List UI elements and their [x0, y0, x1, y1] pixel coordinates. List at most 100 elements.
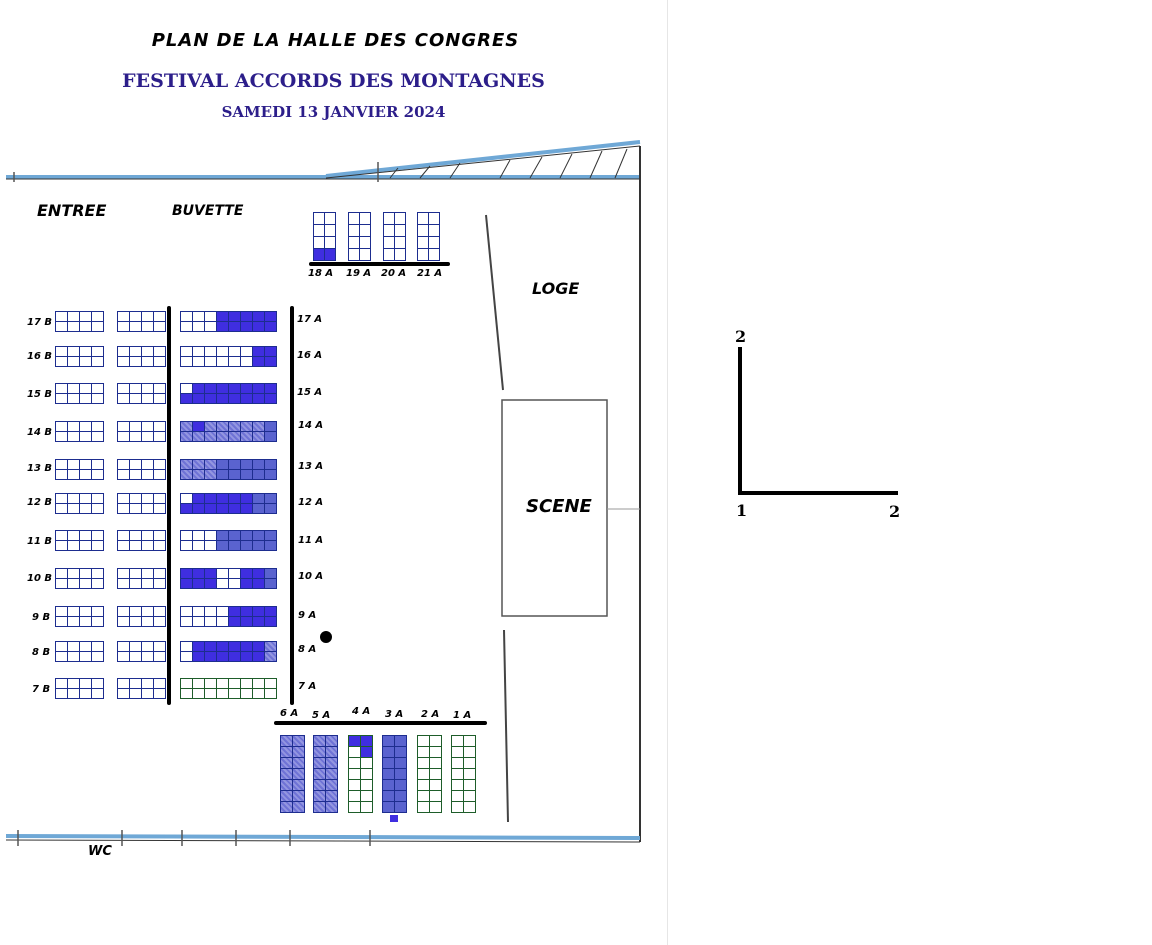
- seat[interactable]: [91, 578, 104, 589]
- row-label-16a: 16 A: [297, 350, 323, 361]
- seat-block-a: [180, 346, 277, 367]
- seat-taken[interactable]: [292, 746, 305, 758]
- seat-block-b-right: [117, 530, 166, 551]
- seat-taken[interactable]: [264, 503, 277, 514]
- event-date: SAMEDI 13 JANVIER 2024: [221, 103, 446, 121]
- seat-taken[interactable]: [280, 801, 293, 813]
- seat[interactable]: [153, 356, 166, 367]
- seat-taken[interactable]: [264, 540, 277, 551]
- seat-taken[interactable]: [394, 801, 407, 813]
- row-label-10a: 10 A: [298, 571, 324, 582]
- row-label-13a: 13 A: [298, 461, 324, 472]
- seat[interactable]: [360, 801, 373, 813]
- hall-plan: PLAN DE LA HALLE DES CONGRES FESTIVAL AC…: [5, 30, 641, 859]
- seat-taken[interactable]: [264, 651, 277, 662]
- aisle-bar-bottom: [274, 721, 487, 725]
- seat-block-b-right: [117, 678, 166, 699]
- seat-taken[interactable]: [264, 321, 277, 332]
- seat-taken[interactable]: [264, 393, 277, 404]
- seat[interactable]: [153, 651, 166, 662]
- seat[interactable]: [359, 248, 371, 261]
- seat-block-b-right: [117, 568, 166, 589]
- aisle-bar-top: [309, 262, 450, 266]
- seat-taken[interactable]: [325, 779, 338, 791]
- seat[interactable]: [264, 688, 277, 699]
- seat[interactable]: [91, 688, 104, 699]
- seat-block-front: [382, 735, 407, 813]
- seat-block-b-left: [55, 678, 104, 699]
- seat-block-21a: [417, 212, 440, 261]
- seat[interactable]: [394, 248, 406, 261]
- plan-title: PLAN DE LA HALLE DES CONGRES: [151, 30, 520, 51]
- seat[interactable]: [91, 356, 104, 367]
- seat[interactable]: [153, 503, 166, 514]
- seat[interactable]: [153, 393, 166, 404]
- seat-block-b-right: [117, 383, 166, 404]
- seat[interactable]: [428, 248, 440, 261]
- row-label-17a: 17 A: [297, 314, 323, 325]
- aisle-bar-left: [167, 306, 171, 705]
- bar-label: BUVETTE: [172, 203, 244, 219]
- seat-block-b-left: [55, 383, 104, 404]
- seat-taken[interactable]: [264, 469, 277, 480]
- seat[interactable]: [153, 688, 166, 699]
- seat-taken[interactable]: [325, 735, 338, 747]
- origin-label: 1: [736, 501, 748, 520]
- hall-walls: [5, 140, 641, 846]
- seat[interactable]: [91, 540, 104, 551]
- seat-taken[interactable]: [280, 790, 293, 802]
- row-label-12a: 12 A: [298, 497, 324, 508]
- seat[interactable]: [91, 503, 104, 514]
- seat[interactable]: [91, 616, 104, 627]
- seat[interactable]: [153, 431, 166, 442]
- seat-taken[interactable]: [325, 801, 338, 813]
- seat-block-front: [451, 735, 476, 813]
- row-label-7a: 7 A: [298, 681, 317, 692]
- row-label-10b: 10 B: [27, 573, 53, 584]
- seat-block-a: [180, 678, 277, 699]
- seat-block-front: [417, 735, 442, 813]
- seat-taken[interactable]: [313, 779, 326, 791]
- seat-taken[interactable]: [325, 757, 338, 769]
- seat-taken[interactable]: [292, 735, 305, 747]
- row-label-19a: 19 A: [346, 268, 372, 279]
- stage-label: SCENE: [526, 496, 592, 517]
- seat-block-20a: [383, 212, 406, 261]
- seat-block-b-right: [117, 311, 166, 332]
- seat[interactable]: [153, 578, 166, 589]
- dressing-room-label: LOGE: [532, 279, 580, 298]
- seat-taken[interactable]: [313, 801, 326, 813]
- seat-taken[interactable]: [325, 790, 338, 802]
- seat[interactable]: [153, 321, 166, 332]
- seat-taken[interactable]: [292, 779, 305, 791]
- seat-taken[interactable]: [264, 616, 277, 627]
- stage-outline: [501, 399, 608, 617]
- seat-taken[interactable]: [292, 801, 305, 813]
- seat[interactable]: [91, 321, 104, 332]
- seat-taken[interactable]: [264, 356, 277, 367]
- seat-taken[interactable]: [325, 768, 338, 780]
- row-label-4a: 4 A: [352, 706, 371, 717]
- seat-taken[interactable]: [324, 248, 336, 261]
- seat[interactable]: [463, 801, 476, 813]
- seat[interactable]: [91, 651, 104, 662]
- seat-block-a: [180, 530, 277, 551]
- seat[interactable]: [91, 469, 104, 480]
- row-label-16b: 16 B: [27, 351, 53, 362]
- seat-block-b-left: [55, 530, 104, 551]
- row-label-17b: 17 B: [27, 317, 53, 328]
- seat-taken[interactable]: [264, 431, 277, 442]
- seat[interactable]: [153, 469, 166, 480]
- seat[interactable]: [429, 801, 442, 813]
- seat[interactable]: [91, 431, 104, 442]
- seat-taken[interactable]: [264, 578, 277, 589]
- seat[interactable]: [153, 540, 166, 551]
- panel-divider: [667, 0, 668, 945]
- seat[interactable]: [153, 616, 166, 627]
- seat[interactable]: [91, 393, 104, 404]
- seat-block-b-left: [55, 311, 104, 332]
- seat-block-b-left: [55, 346, 104, 367]
- seat-block-a: [180, 383, 277, 404]
- row-label-1a: 1 A: [453, 710, 472, 721]
- seat-block-b-left: [55, 459, 104, 480]
